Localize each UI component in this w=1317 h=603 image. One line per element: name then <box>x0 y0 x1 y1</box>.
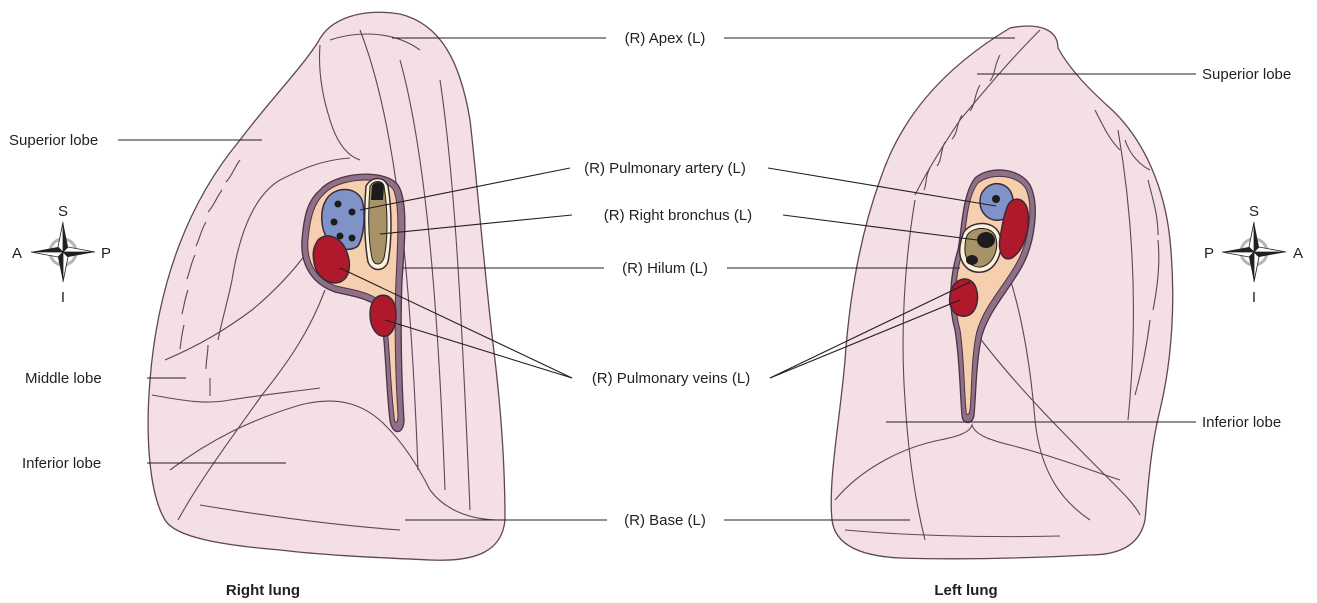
label-right-inferior-lobe: Inferior lobe <box>22 455 101 472</box>
compass-right-top: S <box>58 203 68 220</box>
compass-right-bottom: I <box>61 289 65 306</box>
compass-arrow-west <box>1222 247 1254 252</box>
compass-arrow-north-shade <box>58 222 63 252</box>
label-pulmonary-artery: (R) Pulmonary artery (L) <box>584 160 746 177</box>
compass-left-bottom: I <box>1252 289 1256 306</box>
left-artery-branch <box>992 195 1000 203</box>
compass-arrow-east-shade <box>1254 247 1286 252</box>
compass-left-left: P <box>1204 245 1214 262</box>
compass-arrow-east <box>63 252 95 257</box>
right-artery-branch <box>331 219 338 226</box>
right-pulmonary-vein-lower <box>370 295 396 336</box>
compass-left-top: S <box>1249 203 1259 220</box>
compass-arrow-west <box>31 247 63 252</box>
left-lung <box>831 26 1173 559</box>
label-pulmonary-veins: (R) Pulmonary veins (L) <box>592 370 750 387</box>
compass-arrow-south-shade <box>63 252 68 282</box>
label-right-bronchus: (R) Right bronchus (L) <box>604 207 752 224</box>
compass-arrow-west-shade <box>31 252 63 257</box>
right-lung <box>148 12 505 560</box>
compass-arrow-north-shade <box>1249 222 1254 252</box>
compass-arrow-south-shade <box>1254 252 1259 282</box>
right-artery-branch <box>349 209 356 216</box>
compass-left-right: A <box>1293 245 1303 262</box>
right-artery-branch <box>349 235 356 242</box>
compass-left: S I P A <box>1204 203 1303 306</box>
compass-right-right: P <box>101 245 111 262</box>
caption-right-lung: Right lung <box>226 582 300 599</box>
label-left-superior-lobe: Superior lobe <box>1202 66 1291 83</box>
label-left-inferior-lobe: Inferior lobe <box>1202 414 1281 431</box>
compass-arrow-west-shade <box>1222 252 1254 257</box>
right-bronchus-opening <box>371 182 384 200</box>
caption-left-lung: Left lung <box>934 582 997 599</box>
label-right-middle-lobe: Middle lobe <box>25 370 102 387</box>
compass-arrow-east-shade <box>63 247 95 252</box>
left-bronchus-opening <box>966 255 978 265</box>
label-apex: (R) Apex (L) <box>625 30 706 47</box>
compass-right-left: A <box>12 245 22 262</box>
compass-arrow-east <box>1254 252 1286 257</box>
label-base: (R) Base (L) <box>624 512 706 529</box>
label-hilum: (R) Hilum (L) <box>622 260 708 277</box>
label-right-superior-lobe: Superior lobe <box>9 132 98 149</box>
right-artery-branch <box>335 201 342 208</box>
compass-right: S I A P <box>12 203 111 306</box>
